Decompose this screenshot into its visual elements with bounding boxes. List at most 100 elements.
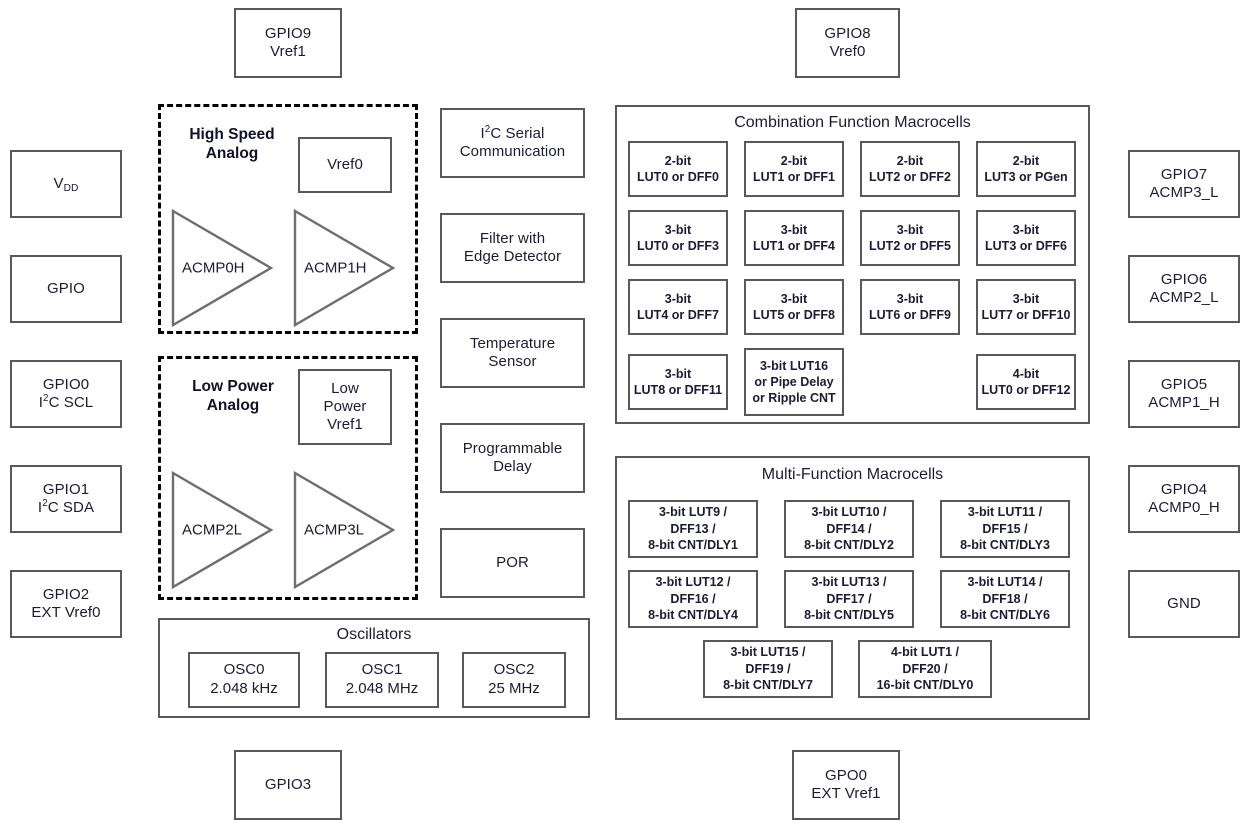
pad-vdd[interactable]: VDD (10, 150, 122, 218)
triangle-icon (171, 208, 274, 328)
block-progdelay-line2: Delay (493, 458, 532, 475)
pad-gpio7-line2: ACMP3_L (1149, 184, 1219, 201)
pad-gpio5-line1: GPIO5 (1160, 375, 1208, 393)
low-power-analog-label: Low Power Analog (192, 378, 274, 415)
pad-gpio6-line1: GPIO6 (1160, 270, 1208, 288)
pad-gpio1-line2: I2C SDA (37, 498, 95, 516)
block-i2c-line2: Communication (459, 143, 566, 160)
oscillator-osc2[interactable]: OSC2 25 MHz (462, 652, 566, 708)
pad-gpio[interactable]: GPIO (10, 255, 122, 323)
pad-gpio9[interactable]: GPIO9 Vref1 (234, 8, 342, 78)
comb-cell-10[interactable]: 3-bit LUT6 or DFF9 (860, 279, 960, 335)
lp-vref-line2: Power (323, 397, 367, 415)
pad-gpio6-line2: ACMP2_L (1149, 289, 1219, 306)
pad-gpo0-line1: GPO0 (824, 766, 868, 784)
block-filter-line2: Edge Detector (463, 248, 562, 265)
comparator-acmp0h[interactable]: ACMP0H (170, 208, 274, 328)
pad-gpio2[interactable]: GPIO2 EXT Vref0 (10, 570, 122, 638)
comparator-acmp1h[interactable]: ACMP1H (292, 208, 396, 328)
pad-gpio8-line2: Vref0 (829, 43, 866, 60)
pad-gpio5[interactable]: GPIO5 ACMP1_H (1128, 360, 1240, 428)
block-por-line1: POR (496, 553, 529, 571)
oscillators-title: Oscillators (336, 626, 412, 643)
block-temperature-sensor[interactable]: Temperature Sensor (440, 318, 585, 388)
comb-cell-14[interactable]: 4-bit LUT0 or DFF12 (976, 354, 1076, 410)
comb-cell-0[interactable]: 2-bit LUT0 or DFF0 (628, 141, 728, 197)
pad-gnd-line1: GND (1167, 594, 1201, 612)
pad-gpio-line1: GPIO (47, 279, 85, 297)
comb-cell-8[interactable]: 3-bit LUT4 or DFF7 (628, 279, 728, 335)
comb-cell-13[interactable]: 3-bit LUT16 or Pipe Delay or Ripple CNT (744, 348, 844, 416)
mf-cell-5[interactable]: 3-bit LUT14 / DFF18 / 8-bit CNT/DLY6 (940, 570, 1070, 628)
osc2-line1: OSC2 (493, 661, 535, 679)
pad-gpio4-line1: GPIO4 (1160, 480, 1208, 498)
pad-gpio3-line1: GPIO3 (264, 775, 312, 793)
block-programmable-delay[interactable]: Programmable Delay (440, 423, 585, 493)
comb-cell-11[interactable]: 3-bit LUT7 or DFF10 (976, 279, 1076, 335)
mf-cell-2[interactable]: 3-bit LUT11 / DFF15 / 8-bit CNT/DLY3 (940, 500, 1070, 558)
comparator-acmp1h-label: ACMP1H (304, 259, 367, 277)
comb-cell-12[interactable]: 3-bit LUT8 or DFF11 (628, 354, 728, 410)
comparator-acmp2l-label: ACMP2L (182, 521, 243, 539)
pad-gpio0-line1: GPIO0 (42, 375, 90, 393)
comb-cell-9[interactable]: 3-bit LUT5 or DFF8 (744, 279, 844, 335)
mf-cell-0[interactable]: 3-bit LUT9 / DFF13 / 8-bit CNT/DLY1 (628, 500, 758, 558)
vref0-box[interactable]: Vref0 (298, 137, 392, 193)
comparator-acmp2l[interactable]: ACMP2L (170, 470, 274, 590)
pad-gpio8-line1: GPIO8 (824, 24, 871, 42)
pad-gpio3[interactable]: GPIO3 (234, 750, 342, 820)
pad-gpio2-line2: EXT Vref0 (31, 604, 101, 621)
comb-cell-6[interactable]: 3-bit LUT2 or DFF5 (860, 210, 960, 266)
block-filter-edge-detector[interactable]: Filter with Edge Detector (440, 213, 585, 283)
vref0-label: Vref0 (327, 155, 363, 173)
pad-gpio6[interactable]: GPIO6 ACMP2_L (1128, 255, 1240, 323)
oscillator-osc0[interactable]: OSC0 2.048 kHz (188, 652, 300, 708)
oscillator-osc1[interactable]: OSC1 2.048 MHz (325, 652, 439, 708)
comb-cell-5[interactable]: 3-bit LUT1 or DFF4 (744, 210, 844, 266)
comparator-acmp0h-label: ACMP0H (182, 259, 245, 277)
pad-gpio4[interactable]: GPIO4 ACMP0_H (1128, 465, 1240, 533)
mf-cell-4[interactable]: 3-bit LUT13 / DFF17 / 8-bit CNT/DLY5 (784, 570, 914, 628)
pad-gpio7-line1: GPIO7 (1160, 165, 1208, 183)
low-power-vref1-box[interactable]: Low Power Vref1 (298, 369, 392, 445)
mf-cell-1[interactable]: 3-bit LUT10 / DFF14 / 8-bit CNT/DLY2 (784, 500, 914, 558)
block-temp-line2: Sensor (488, 353, 537, 370)
pad-gpio1[interactable]: GPIO1 I2C SDA (10, 465, 122, 533)
combination-macrocells-title: Combination Function Macrocells (734, 114, 971, 131)
comb-cell-4[interactable]: 3-bit LUT0 or DFF3 (628, 210, 728, 266)
comb-cell-3[interactable]: 2-bit LUT3 or PGen (976, 141, 1076, 197)
pad-gpio7[interactable]: GPIO7 ACMP3_L (1128, 150, 1240, 218)
block-i2c-serial[interactable]: I2C Serial Communication (440, 108, 585, 178)
pad-gpio2-line1: GPIO2 (42, 585, 90, 603)
pad-gpio8[interactable]: GPIO8 Vref0 (795, 8, 900, 78)
comb-cell-2[interactable]: 2-bit LUT2 or DFF2 (860, 141, 960, 197)
osc0-line2: 2.048 kHz (210, 680, 278, 697)
pad-gpio9-line2: Vref1 (270, 43, 306, 60)
comb-cell-1[interactable]: 2-bit LUT1 or DFF1 (744, 141, 844, 197)
pad-vdd-label: VDD (53, 174, 79, 194)
comparator-acmp3l-label: ACMP3L (304, 521, 365, 539)
block-progdelay-line1: Programmable (462, 439, 563, 457)
block-temp-line1: Temperature (469, 334, 556, 352)
pad-gpio0[interactable]: GPIO0 I2C SCL (10, 360, 122, 428)
pad-gpio1-line1: GPIO1 (42, 480, 90, 498)
pad-gpio4-line2: ACMP0_H (1148, 499, 1220, 516)
block-i2c-line1: I2C Serial (480, 123, 545, 142)
mf-cell-6[interactable]: 3-bit LUT15 / DFF19 / 8-bit CNT/DLY7 (703, 640, 833, 698)
pad-gpio9-line1: GPIO9 (264, 24, 312, 42)
triangle-icon (293, 470, 396, 590)
lp-vref-line3: Vref1 (327, 416, 363, 434)
mf-cell-3[interactable]: 3-bit LUT12 / DFF16 / 8-bit CNT/DLY4 (628, 570, 758, 628)
block-por[interactable]: POR (440, 528, 585, 598)
block-filter-line1: Filter with (479, 229, 546, 247)
osc0-line1: OSC0 (223, 661, 265, 679)
pad-gpio5-line2: ACMP1_H (1148, 394, 1220, 411)
mf-cell-7[interactable]: 4-bit LUT1 / DFF20 / 16-bit CNT/DLY0 (858, 640, 992, 698)
comparator-acmp3l[interactable]: ACMP3L (292, 470, 396, 590)
pad-gpo0[interactable]: GPO0 EXT Vref1 (792, 750, 900, 820)
triangle-icon (171, 470, 274, 590)
pad-gnd[interactable]: GND (1128, 570, 1240, 638)
comb-cell-7[interactable]: 3-bit LUT3 or DFF6 (976, 210, 1076, 266)
high-speed-analog-label: High Speed Analog (189, 126, 275, 163)
